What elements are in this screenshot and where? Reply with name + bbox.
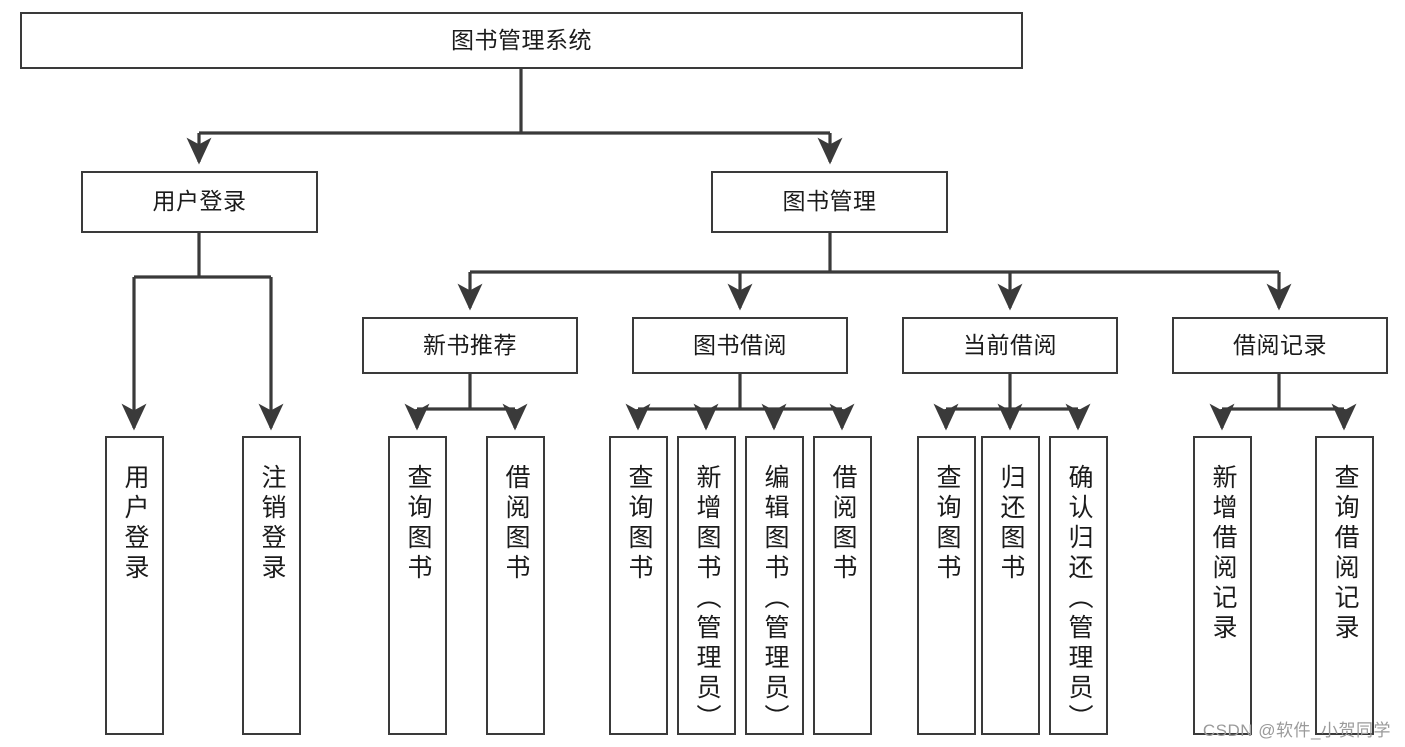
leaf-borrow-book[interactable]: 借阅图书 xyxy=(813,436,872,735)
watermark: CSDN @软件_小贺同学 xyxy=(1202,721,1391,740)
leaf-confirm-return-admin-label: 确认归还（管理员） xyxy=(1065,464,1093,734)
leaf-user-login-label: 用户登录 xyxy=(121,464,149,584)
leaf-query-book-borrow[interactable]: 查询图书 xyxy=(609,436,668,735)
leaf-query-book-current[interactable]: 查询图书 xyxy=(917,436,976,735)
leaf-edit-book-admin-label: 编辑图书（管理员） xyxy=(761,464,789,734)
leaf-logout-label: 注销登录 xyxy=(258,464,286,584)
leaf-borrow-book-recommend-label: 借阅图书 xyxy=(502,464,530,584)
node-book-borrow[interactable]: 图书借阅 xyxy=(632,317,848,374)
leaf-edit-book-admin[interactable]: 编辑图书（管理员） xyxy=(745,436,804,735)
leaf-query-book-current-label: 查询图书 xyxy=(933,464,961,584)
leaf-add-book-admin[interactable]: 新增图书（管理员） xyxy=(677,436,736,735)
leaf-query-book-recommend-label: 查询图书 xyxy=(404,464,432,584)
node-root-label: 图书管理系统 xyxy=(451,26,592,53)
node-book-borrow-label: 图书借阅 xyxy=(693,331,787,358)
leaf-add-book-admin-label: 新增图书（管理员） xyxy=(693,464,721,734)
leaf-query-borrow-record[interactable]: 查询借阅记录 xyxy=(1315,436,1374,735)
node-borrow-record-label: 借阅记录 xyxy=(1233,331,1327,358)
node-new-book-recommend-label: 新书推荐 xyxy=(423,331,517,358)
node-book-management-label: 图书管理 xyxy=(782,188,877,215)
node-new-book-recommend[interactable]: 新书推荐 xyxy=(362,317,578,374)
node-current-borrow-label: 当前借阅 xyxy=(963,331,1057,358)
node-root[interactable]: 图书管理系统 xyxy=(20,12,1023,69)
leaf-query-borrow-record-label: 查询借阅记录 xyxy=(1331,464,1359,644)
leaf-logout[interactable]: 注销登录 xyxy=(242,436,301,735)
leaf-borrow-book-label: 借阅图书 xyxy=(829,464,857,584)
leaf-query-book-recommend[interactable]: 查询图书 xyxy=(388,436,447,735)
leaf-return-book-label: 归还图书 xyxy=(997,464,1025,584)
node-user-login-label: 用户登录 xyxy=(152,188,247,215)
node-user-login[interactable]: 用户登录 xyxy=(81,171,318,233)
leaf-user-login[interactable]: 用户登录 xyxy=(105,436,164,735)
leaf-return-book[interactable]: 归还图书 xyxy=(981,436,1040,735)
node-borrow-record[interactable]: 借阅记录 xyxy=(1172,317,1388,374)
leaf-confirm-return-admin[interactable]: 确认归还（管理员） xyxy=(1049,436,1108,735)
leaf-query-book-borrow-label: 查询图书 xyxy=(625,464,653,584)
node-book-management[interactable]: 图书管理 xyxy=(711,171,948,233)
node-current-borrow[interactable]: 当前借阅 xyxy=(902,317,1118,374)
leaf-add-borrow-record-label: 新增借阅记录 xyxy=(1209,464,1237,644)
leaf-borrow-book-recommend[interactable]: 借阅图书 xyxy=(486,436,545,735)
leaf-add-borrow-record[interactable]: 新增借阅记录 xyxy=(1193,436,1252,735)
